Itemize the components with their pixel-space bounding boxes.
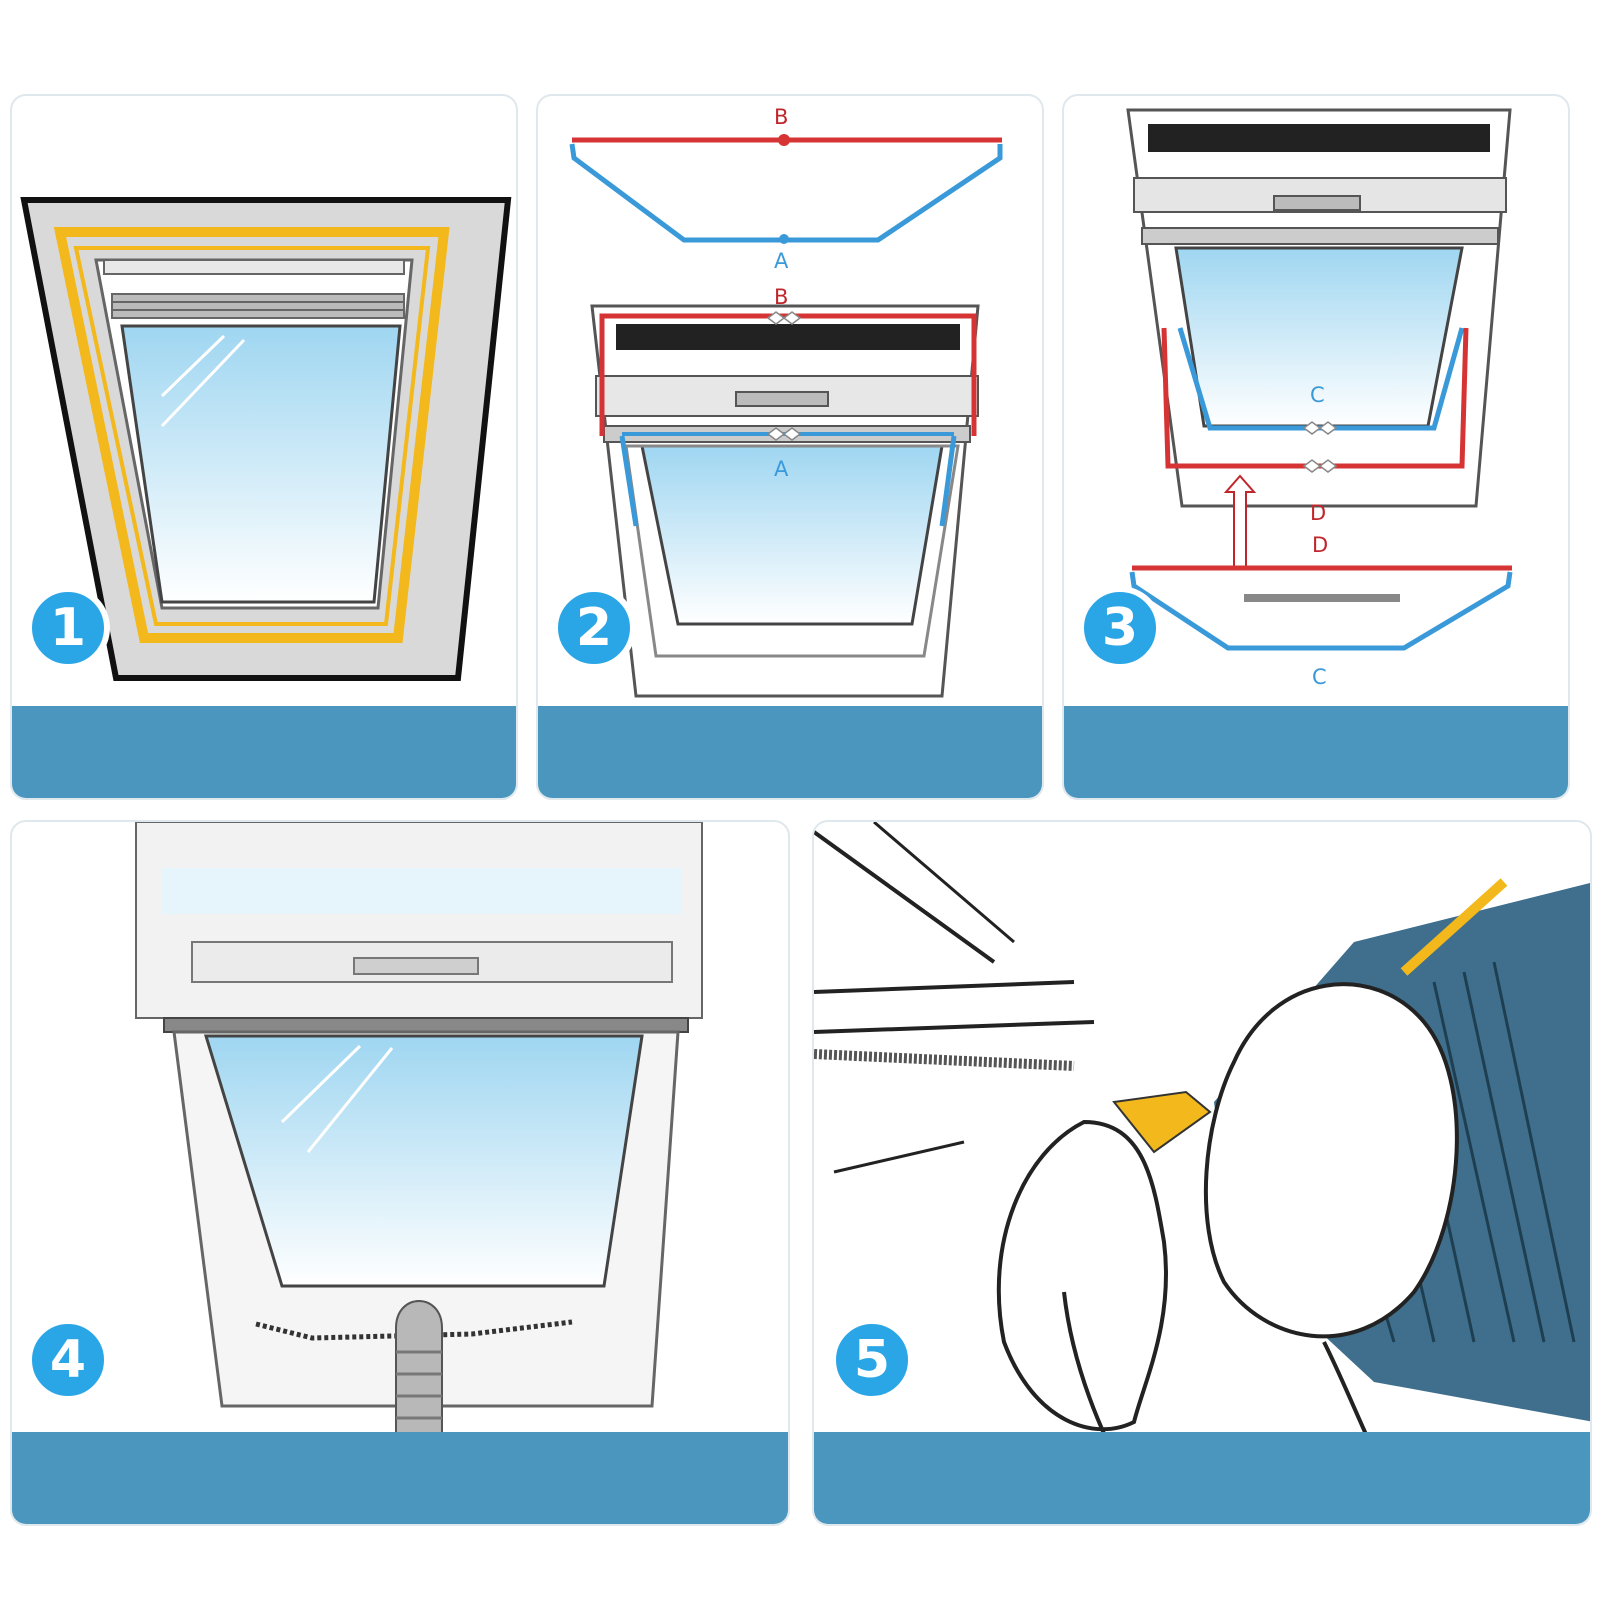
step-5-caption-band <box>814 1432 1590 1524</box>
adhesive-seal-inner <box>73 246 431 626</box>
step-4-caption-band <box>12 1432 788 1524</box>
zipper <box>1244 594 1400 602</box>
step-2-panel: B A B A 2 <box>536 94 1044 800</box>
window-crossbar <box>163 1017 689 1033</box>
blind-box <box>616 324 960 350</box>
label-c-window: C <box>1310 383 1325 407</box>
label-b-top: B <box>774 105 788 129</box>
left-hand <box>996 1119 1169 1432</box>
zipper <box>814 1049 1075 1071</box>
step-3-panel: C D D C 3 <box>1062 94 1570 800</box>
label-b-window: B <box>774 285 788 309</box>
arrow-up-icon <box>1223 474 1257 568</box>
label-d-window: D <box>1310 501 1326 525</box>
step-5-number-badge: 5 <box>830 1318 914 1402</box>
step-3-illustration: C D D C <box>1126 108 1513 689</box>
label-a-top: A <box>774 249 789 273</box>
step-4-number-badge: 4 <box>26 1318 110 1402</box>
step-5-illustration <box>814 822 1590 1524</box>
seal-edge-a <box>569 143 1003 243</box>
step-1-panel: 1 <box>10 94 518 800</box>
label-d-piece: D <box>1312 533 1328 557</box>
step-3-number-badge: 3 <box>1078 586 1162 670</box>
step-4-illustration <box>135 822 703 1524</box>
window-glass <box>203 1034 644 1288</box>
window-glass <box>120 324 402 604</box>
step-5-panel: 5 <box>812 820 1592 1526</box>
adhesive-seal-outer <box>53 227 450 643</box>
sealing-sheet-top <box>135 822 703 1019</box>
step-4-panel: 4 <box>10 820 790 1526</box>
blind-box <box>1148 124 1490 152</box>
label-a-window: A <box>774 457 789 481</box>
step-2-caption-band <box>538 706 1042 798</box>
adhesive-strip <box>1400 878 1508 976</box>
label-c-piece: C <box>1312 665 1327 689</box>
blind-box <box>111 293 405 319</box>
step-2-number-badge: 2 <box>552 586 636 670</box>
window-glass <box>640 444 944 626</box>
step-1-caption-band <box>12 706 516 798</box>
zipper-pull <box>1112 1090 1212 1154</box>
step-1-number-badge: 1 <box>26 586 110 670</box>
right-hand <box>1203 982 1459 1339</box>
zipper <box>255 1319 573 1341</box>
step-2-illustration: B A B A <box>569 105 1003 698</box>
step-3-caption-band <box>1064 706 1568 798</box>
step-1-illustration <box>20 197 512 681</box>
seal-edge-c <box>1129 571 1513 651</box>
